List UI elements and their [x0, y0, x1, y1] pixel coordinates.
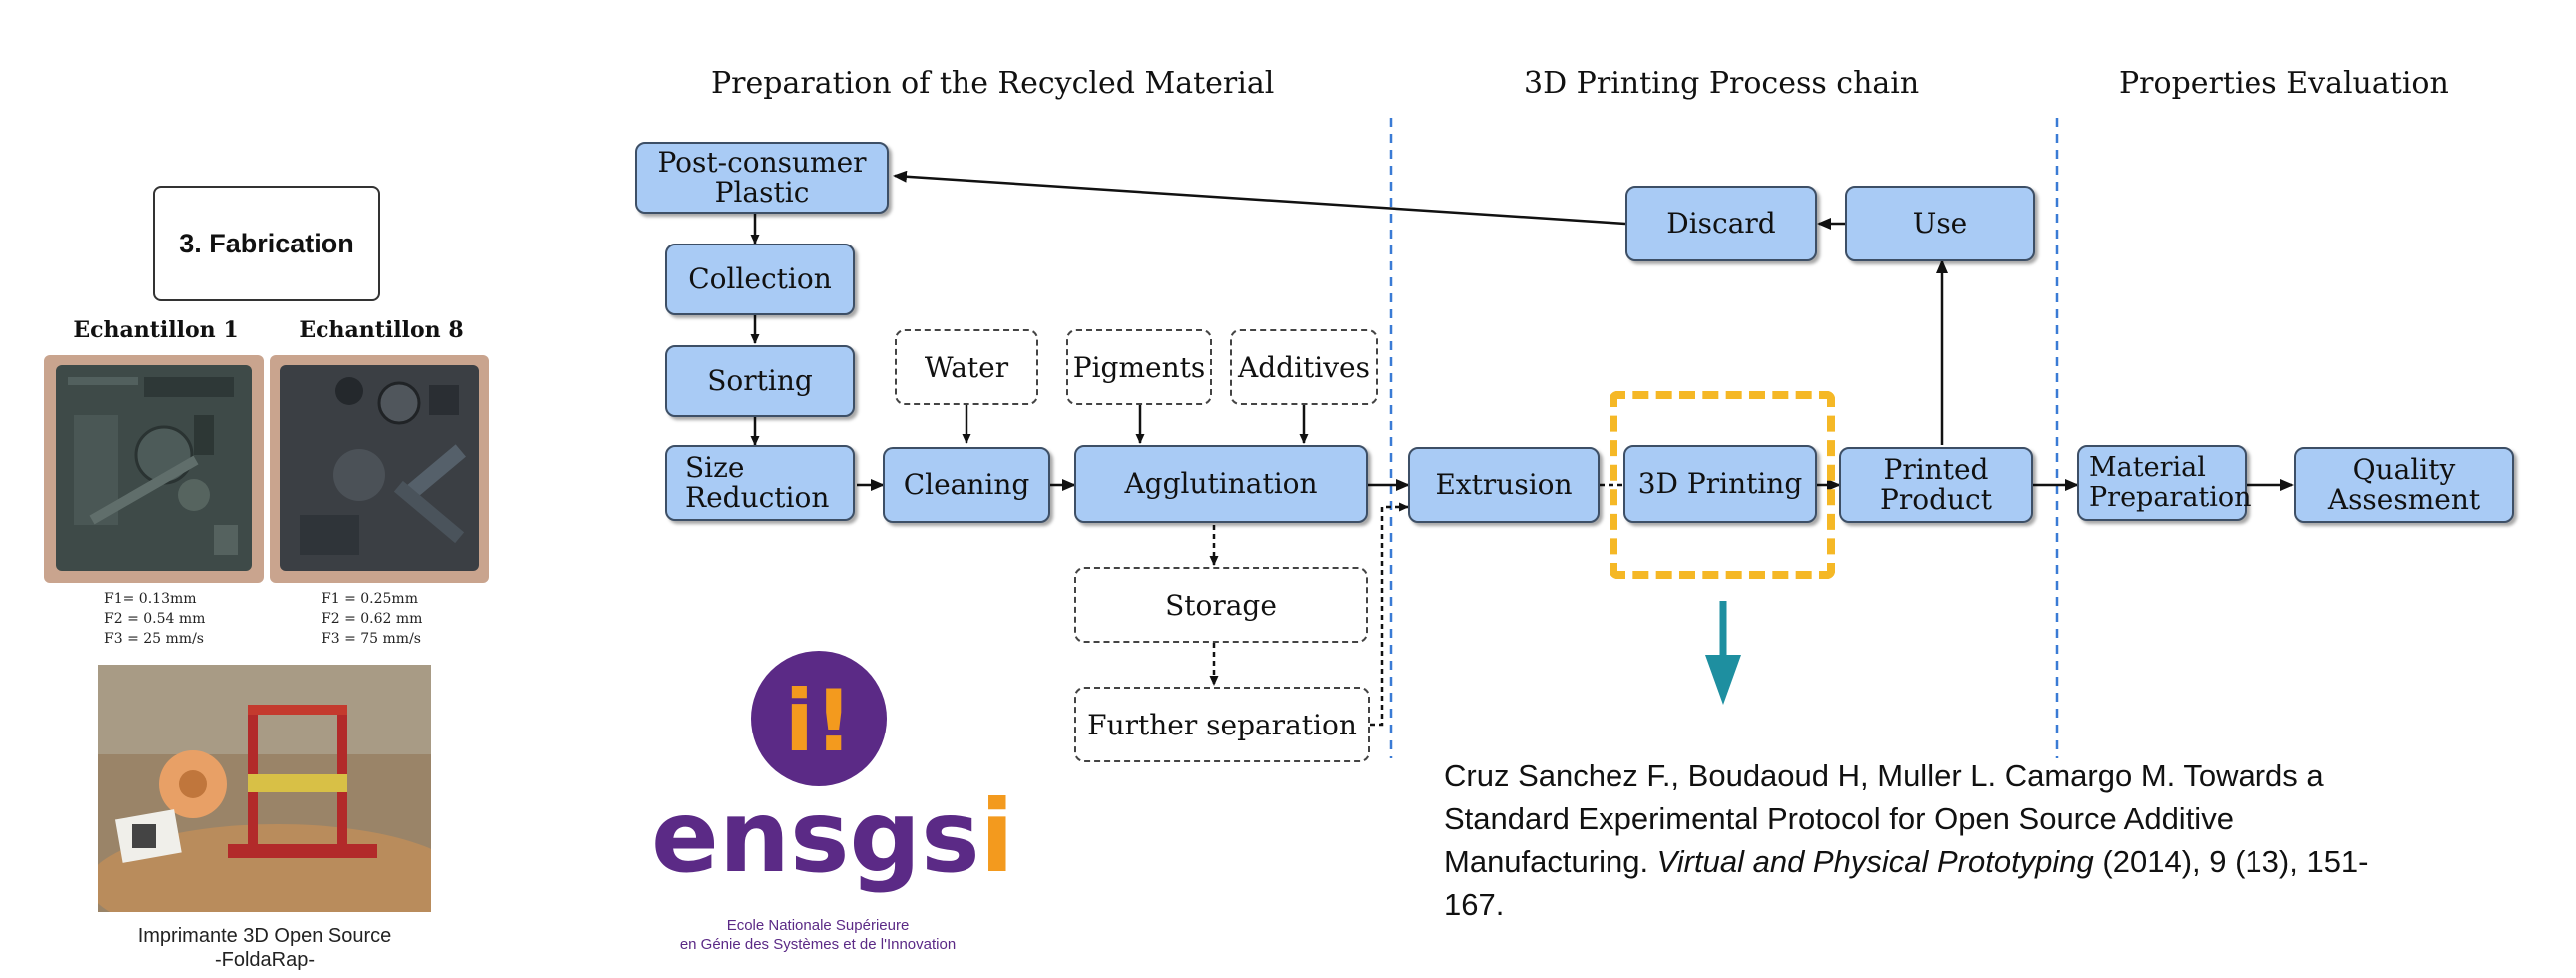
- printer-photo: [98, 665, 431, 912]
- sample-8-param-f1: F1 = 0.25mm: [322, 591, 418, 607]
- node-size-reduction: Size Reduction: [665, 445, 855, 521]
- node-printed-product: Printed Product: [1839, 447, 2033, 523]
- node-cleaning: Cleaning: [883, 447, 1050, 523]
- node-material-preparation: Material Preparation: [2077, 445, 2252, 521]
- node-3d-printing: 3D Printing: [1623, 445, 1817, 523]
- sample-1-title: Echantillon 1: [73, 317, 239, 343]
- logo-subtitle: Ecole Nationale Supérieure en Génie des …: [645, 916, 990, 954]
- section-title-properties: Properties Evaluation: [2119, 66, 2449, 101]
- sample-8-params: F1 = 0.25mm F2 = 0.62 mm F3 = 75 mm/s: [322, 589, 461, 649]
- reference-citation: Cruz Sanchez F., Boudaoud H, Muller L. C…: [1444, 754, 2382, 926]
- printer-caption-line1: Imprimante 3D Open Source: [137, 925, 392, 947]
- sample-1-photo: [44, 355, 264, 583]
- section-title-printing-chain: 3D Printing Process chain: [1524, 66, 1920, 101]
- reference-authors-title: Cruz Sanchez F., Boudaoud H, Muller L. C…: [1444, 758, 2324, 879]
- logo-mark-text: i!: [785, 672, 854, 771]
- logo-mark-icon: i!: [751, 651, 887, 786]
- highlight-3d-printing: [1610, 391, 1835, 579]
- printer-caption: Imprimante 3D Open Source -FoldaRap-: [98, 924, 431, 972]
- sample-1-params: F1= 0.13mm F2 = 0.54 mm F3 = 25 mm/s: [104, 589, 244, 649]
- reference-volume: (2014), 9 (13), 151-167.: [1444, 844, 2369, 922]
- node-additives: Additives: [1230, 329, 1378, 405]
- ensgsi-logo: i! ensgsi Ecole Nationale Supérieure en …: [645, 647, 1014, 962]
- node-agglutination: Agglutination: [1074, 445, 1368, 523]
- sample-1-param-f1: F1= 0.13mm: [104, 591, 197, 607]
- sample-8-param-f3: F3 = 75 mm/s: [322, 631, 421, 647]
- node-collection: Collection: [665, 244, 855, 315]
- sample-1-param-f2: F2 = 0.54 mm: [104, 611, 206, 627]
- node-pigments: Pigments: [1066, 329, 1212, 405]
- logo-name: ensgsi: [651, 782, 1014, 892]
- sample-1-param-f3: F3 = 25 mm/s: [104, 631, 204, 647]
- node-water: Water: [895, 329, 1038, 405]
- node-extrusion: Extrusion: [1408, 447, 1600, 523]
- logo-name-text: ensgsi: [651, 778, 1014, 895]
- section-title-preparation: Preparation of the Recycled Material: [711, 66, 1275, 101]
- sample-8-param-f2: F2 = 0.62 mm: [322, 611, 423, 627]
- printer-caption-line2: -FoldaRap-: [214, 949, 316, 971]
- node-quality-assesment: Quality Assesment: [2294, 447, 2514, 523]
- fabrication-label: 3. Fabrication: [153, 186, 380, 301]
- logo-subtitle-line2: en Génie des Systèmes et de l'Innovation: [679, 936, 957, 953]
- node-post-consumer-plastic: Post-consumer Plastic: [635, 142, 889, 214]
- sample-8-title: Echantillon 8: [299, 317, 464, 343]
- callout-arrow-head: [1705, 655, 1741, 705]
- node-discard: Discard: [1625, 186, 1817, 261]
- logo-subtitle-line1: Ecole Nationale Supérieure: [726, 917, 910, 934]
- reference-journal: Virtual and Physical Prototyping: [1656, 844, 2094, 879]
- sample-8-photo: [270, 355, 489, 583]
- node-use: Use: [1845, 186, 2035, 261]
- node-further-separation: Further separation: [1074, 687, 1370, 762]
- node-sorting: Sorting: [665, 345, 855, 417]
- node-storage: Storage: [1074, 567, 1368, 643]
